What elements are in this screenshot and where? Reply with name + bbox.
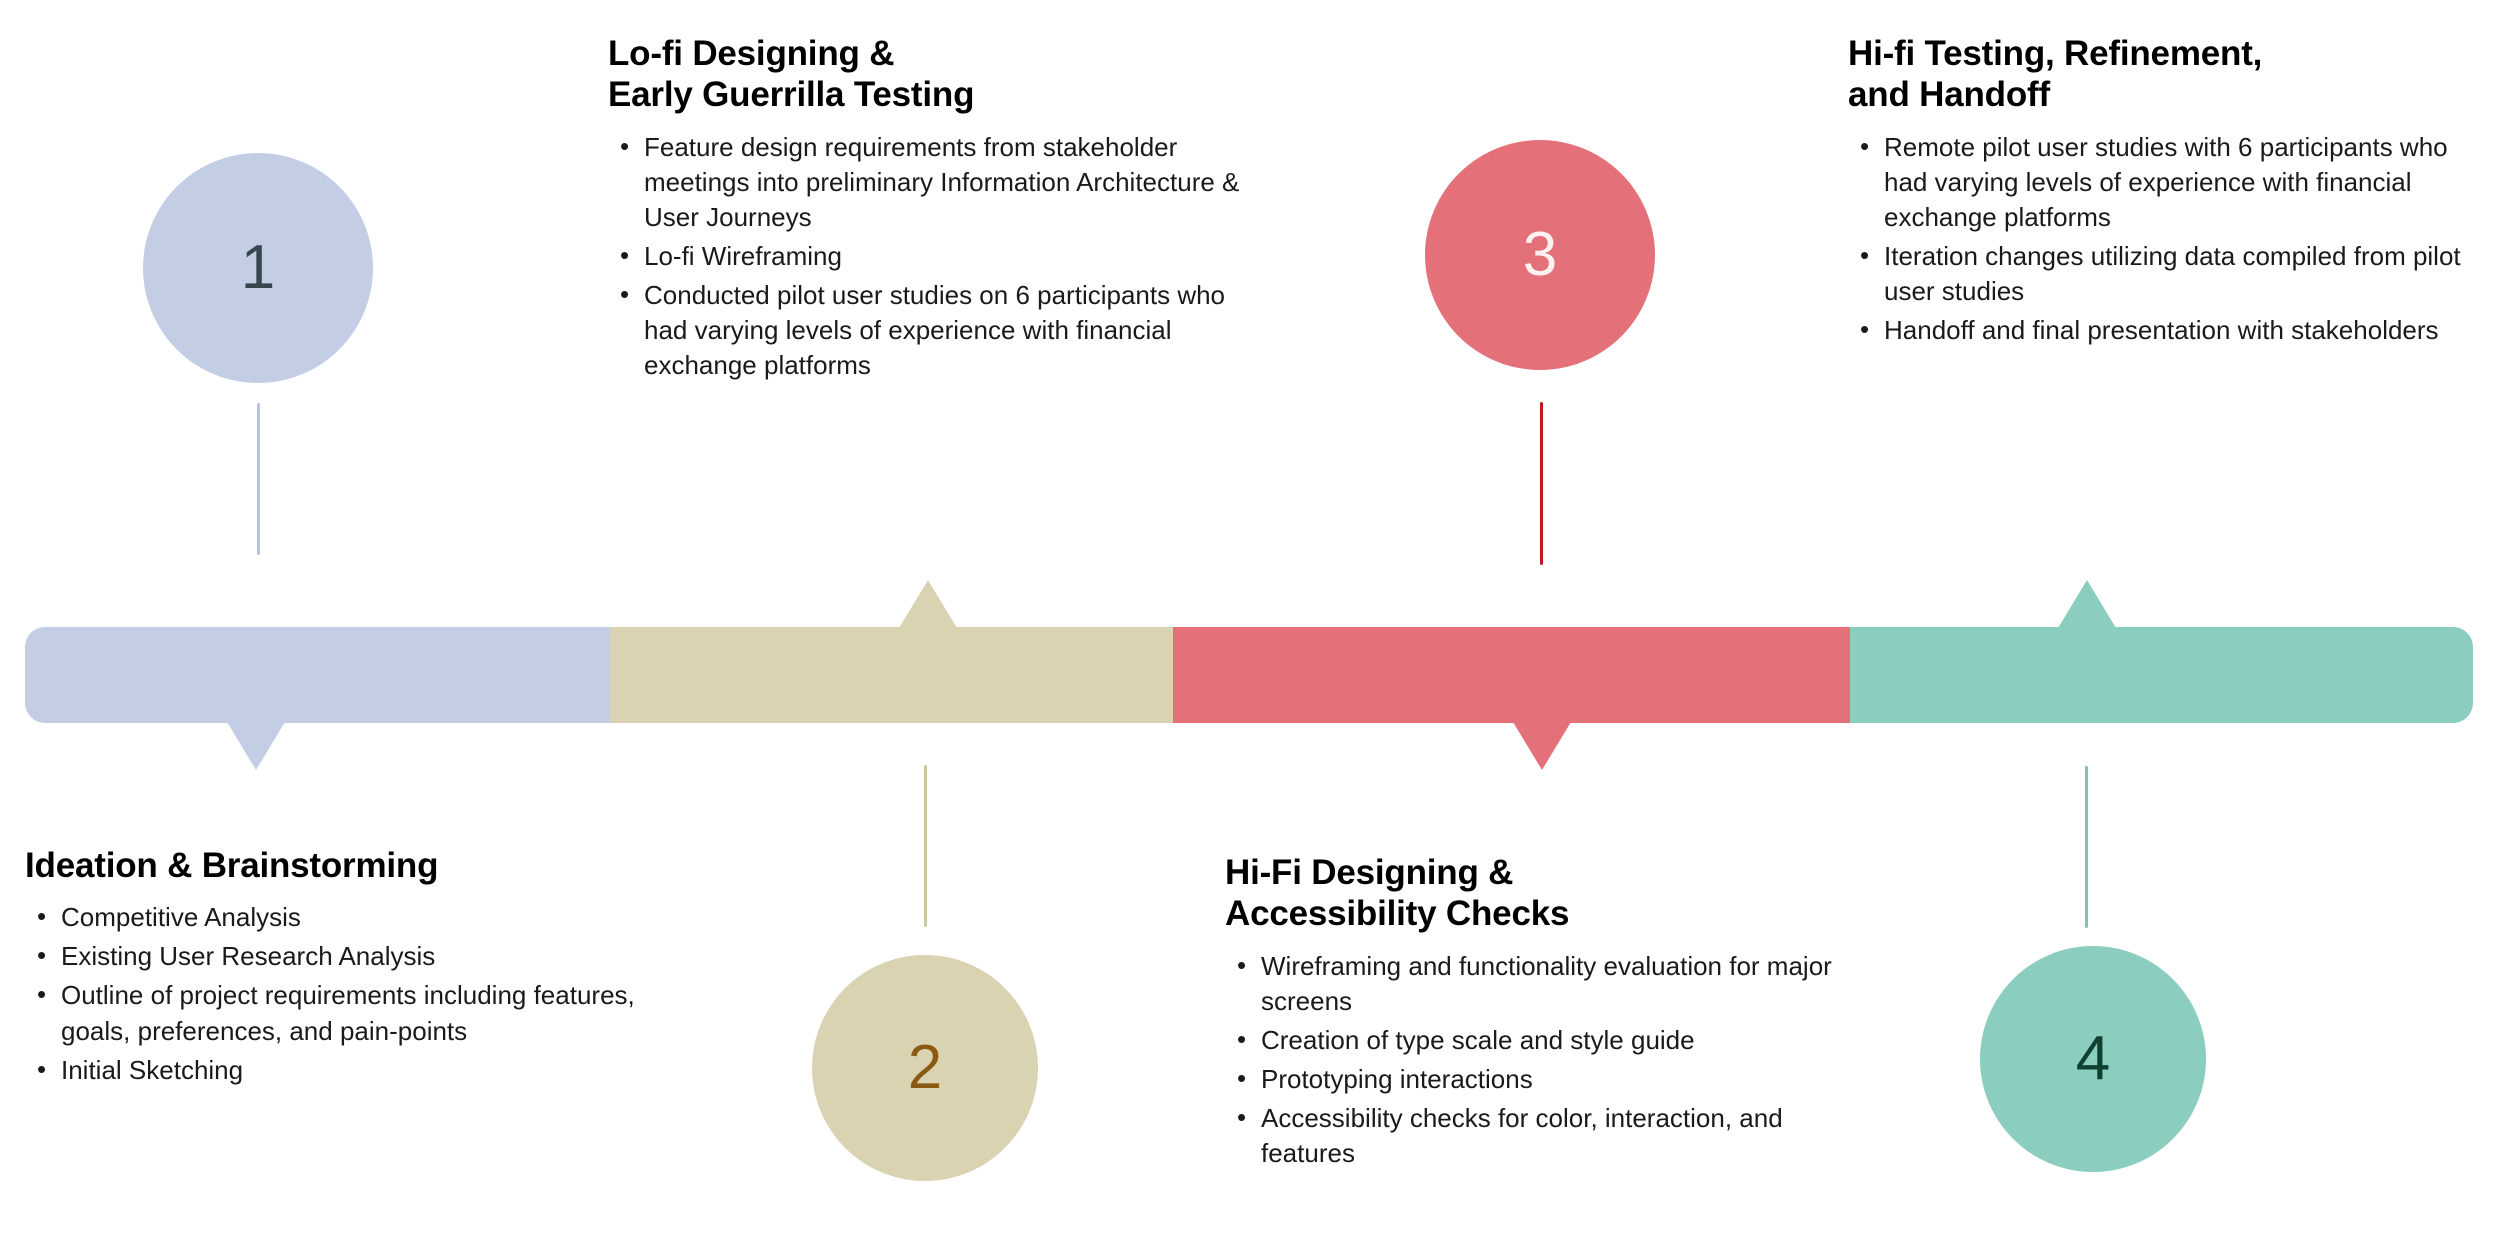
bullet-item: Existing User Research Analysis <box>37 938 645 974</box>
step-text-block-3: Hi-Fi Designing & Accessibility Checks W… <box>1225 852 1875 1175</box>
timeline-segment-3 <box>1173 627 1850 723</box>
step-title-2-line1: Lo-fi Designing & <box>608 34 895 73</box>
step-circle-1[interactable]: 1 <box>143 153 373 383</box>
step-number-4: 4 <box>2075 1024 2111 1093</box>
pointer-triangle-step-3 <box>1513 722 1571 770</box>
bullet-item: Accessibility checks for color, interact… <box>1237 1100 1875 1171</box>
bullet-item: Lo-fi Wireframing <box>620 238 1268 274</box>
step-title-3: Hi-Fi Designing & Accessibility Checks <box>1225 852 1875 935</box>
step-title-3-line1: Hi-Fi Designing & <box>1225 853 1514 892</box>
bullet-item: Iteration changes utilizing data compile… <box>1860 238 2478 309</box>
bullet-item: Creation of type scale and style guide <box>1237 1022 1875 1058</box>
step-title-4-line2: and Handoff <box>1848 75 2050 115</box>
step-title-3-line2: Accessibility Checks <box>1225 894 1570 934</box>
timeline-segment-1 <box>25 627 610 723</box>
pointer-triangle-step-2 <box>899 580 957 628</box>
step-text-block-4: Hi-fi Testing, Refinement, and Handoff R… <box>1848 33 2478 352</box>
step-circle-4[interactable]: 4 <box>1980 946 2206 1172</box>
timeline-bar <box>25 627 2473 723</box>
step-bullet-list-3: Wireframing and functionality evaluation… <box>1225 948 1875 1172</box>
bullet-item: Initial Sketching <box>37 1052 645 1088</box>
connector-stem-step-3 <box>1540 402 1543 565</box>
step-bullet-list-2: Feature design requirements from stakeho… <box>608 129 1268 384</box>
step-title-2: Lo-fi Designing & Early Guerrilla Testin… <box>608 33 1268 116</box>
step-circle-2[interactable]: 2 <box>812 955 1038 1181</box>
step-title-1: Ideation & Brainstorming <box>25 846 439 885</box>
pointer-triangle-step-4 <box>2058 580 2116 628</box>
bullet-item: Conducted pilot user studies on 6 partic… <box>620 277 1268 383</box>
timeline-segment-2 <box>610 627 1173 723</box>
connector-stem-step-1 <box>257 403 260 555</box>
step-circle-3[interactable]: 3 <box>1425 140 1655 370</box>
bullet-item: Feature design requirements from stakeho… <box>620 129 1268 235</box>
step-number-1: 1 <box>240 233 276 302</box>
step-text-block-1: Ideation & Brainstorming Competitive Ana… <box>25 845 645 1092</box>
step-text-block-2: Lo-fi Designing & Early Guerrilla Testin… <box>608 33 1268 387</box>
pointer-triangle-step-1 <box>227 722 285 770</box>
bullet-item: Handoff and final presentation with stak… <box>1860 312 2478 348</box>
step-title-2-line2: Early Guerrilla Testing <box>608 75 975 115</box>
step-number-2: 2 <box>907 1033 943 1102</box>
bullet-item: Competitive Analysis <box>37 899 645 935</box>
step-title-4: Hi-fi Testing, Refinement, and Handoff <box>1848 33 2478 116</box>
bullet-item: Remote pilot user studies with 6 partici… <box>1860 129 2478 235</box>
step-bullet-list-1: Competitive Analysis Existing User Resea… <box>25 899 645 1088</box>
bullet-item: Wireframing and functionality evaluation… <box>1237 948 1875 1019</box>
connector-stem-step-4 <box>2085 766 2088 928</box>
step-bullet-list-4: Remote pilot user studies with 6 partici… <box>1848 129 2478 349</box>
connector-stem-step-2 <box>924 765 927 927</box>
bullet-item: Outline of project requirements includin… <box>37 977 645 1048</box>
step-number-3: 3 <box>1522 220 1558 289</box>
step-title-4-line1: Hi-fi Testing, Refinement, <box>1848 34 2263 73</box>
timeline-segment-4 <box>1850 627 2473 723</box>
bullet-item: Prototyping interactions <box>1237 1061 1875 1097</box>
